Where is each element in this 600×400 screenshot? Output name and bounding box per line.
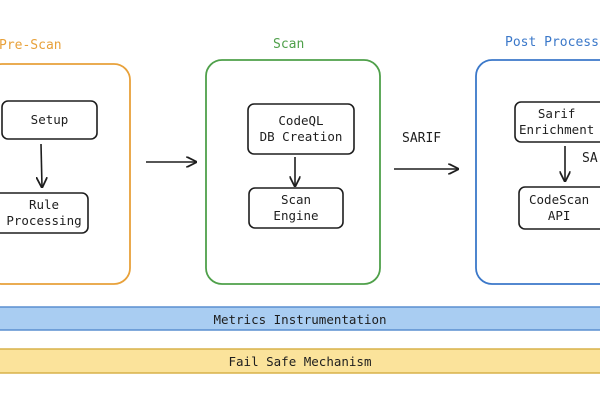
- sarif-edge-label: SARIF: [402, 131, 442, 146]
- failsafe-band-box: [0, 348, 600, 374]
- fail-safe-mechanism-band: Fail Safe Mechanism: [228, 353, 372, 369]
- codescan-api-node-box: [518, 186, 600, 230]
- postprocess-label: Post Process: [505, 35, 599, 50]
- codeql-db-node-box: [247, 103, 355, 155]
- sarif-enrichment-node-box: [514, 101, 600, 143]
- scan-engine-node-box: [248, 187, 344, 229]
- arrow-setup-to-rule: [41, 143, 42, 187]
- setup-node: Setup: [30, 112, 69, 127]
- sa-edge-label: SA: [582, 151, 598, 166]
- scan-group-box: [205, 59, 381, 285]
- prescan-label: Pre-Scan: [0, 38, 62, 53]
- rule-processing-node: Rule Processing: [6, 197, 82, 228]
- scan-label: Scan: [273, 37, 305, 52]
- rule-processing-node-box: [0, 192, 89, 234]
- setup-node-box: [1, 100, 98, 140]
- metrics-instrumentation-band: Metrics Instrumentation: [213, 311, 387, 327]
- codescan-api-node: CodeScan API: [529, 192, 590, 223]
- metrics-band-box: [0, 306, 600, 331]
- sarif-enrichment-node: Sarif Enrichment: [519, 106, 595, 137]
- codeql-db-node: CodeQL DB Creation: [259, 113, 343, 144]
- scan-engine-node: Scan Engine: [273, 192, 319, 223]
- postprocess-group-box: [475, 59, 600, 285]
- prescan-group-box: [0, 63, 131, 285]
